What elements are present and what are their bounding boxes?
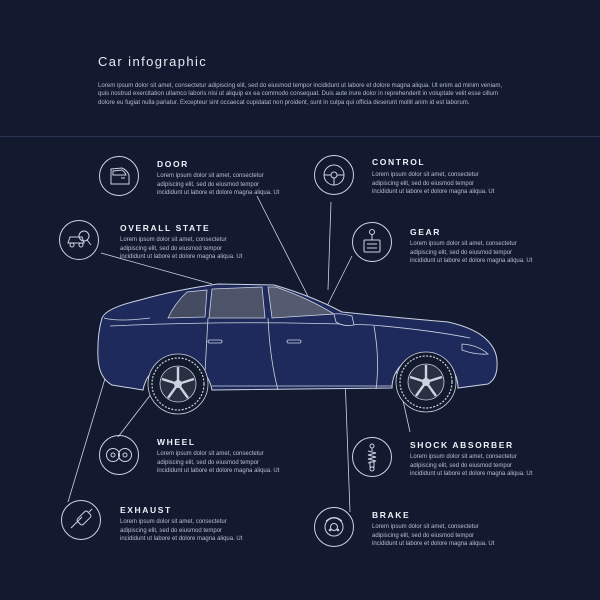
front-door-handle (286, 339, 302, 344)
exhaust-title: EXHAUST (120, 505, 172, 515)
front-door-window (267, 286, 336, 319)
shock-absorber-icon (367, 443, 377, 472)
brake-title: BRAKE (372, 510, 411, 520)
door-description: Lorem ipsum dolor sit amet, consectetur … (157, 173, 280, 197)
rear-door-window (208, 286, 266, 319)
side-mirror (333, 313, 355, 326)
intro-text: Lorem ipsum dolor sit amet, consectetur … (98, 82, 503, 106)
brake-icon-badge (314, 507, 354, 547)
car-door-icon (110, 167, 130, 185)
wheels-icon (106, 448, 132, 462)
control-description: Lorem ipsum dolor sit amet, consectetur … (372, 172, 495, 196)
leader-line-overall (100, 252, 213, 285)
exhaust-pipe-icon (70, 508, 93, 529)
front-wheel (395, 351, 457, 413)
header-divider (0, 136, 600, 137)
rear-window (167, 289, 208, 319)
headlight (461, 343, 489, 355)
gear-description: Lorem ipsum dolor sit amet, consectetur … (410, 241, 533, 265)
trunk-line (103, 317, 151, 321)
leader-line-exhaust (67, 371, 108, 503)
gear-icon-badge (352, 222, 392, 262)
shoulder-line (109, 322, 471, 339)
exhaust-icon-badge (61, 500, 101, 540)
shock-absorber-icon-badge (352, 437, 392, 477)
leader-line-control (327, 201, 332, 291)
shock-absorber-description: Lorem ipsum dolor sit amet, consectetur … (410, 454, 533, 478)
car-inspection-icon (67, 230, 92, 248)
door-title: DOOR (157, 159, 189, 169)
overall-state-description: Lorem ipsum dolor sit amet, consectetur … (120, 237, 243, 261)
front-door-outline (267, 317, 279, 391)
shock-absorber-title: SHOCK ABSORBER (410, 440, 514, 450)
page-title: Car infographic (98, 54, 208, 69)
exhaust-description: Lorem ipsum dolor sit amet, consectetur … (120, 519, 243, 543)
control-title: CONTROL (372, 157, 426, 167)
gear-title: GEAR (410, 227, 441, 237)
rear-door-handle (207, 339, 223, 344)
wheel-description: Lorem ipsum dolor sit amet, consectetur … (157, 451, 280, 475)
control-icon-badge (314, 155, 354, 195)
brake-disc-icon (324, 517, 344, 537)
wheel-title: WHEEL (157, 437, 196, 447)
brake-description: Lorem ipsum dolor sit amet, consectetur … (372, 524, 495, 548)
door-icon-badge (99, 156, 139, 196)
rear-wheel (147, 353, 209, 415)
overall-state-title: OVERALL STATE (120, 223, 211, 233)
leader-line-brake (344, 375, 351, 513)
steering-wheel-icon (323, 164, 345, 186)
overall-state-icon-badge (59, 220, 99, 260)
wheel-icon-badge (99, 435, 139, 475)
leader-line-gear (322, 255, 353, 315)
front-fender-line (373, 325, 378, 390)
gear-shift-icon (363, 229, 381, 253)
